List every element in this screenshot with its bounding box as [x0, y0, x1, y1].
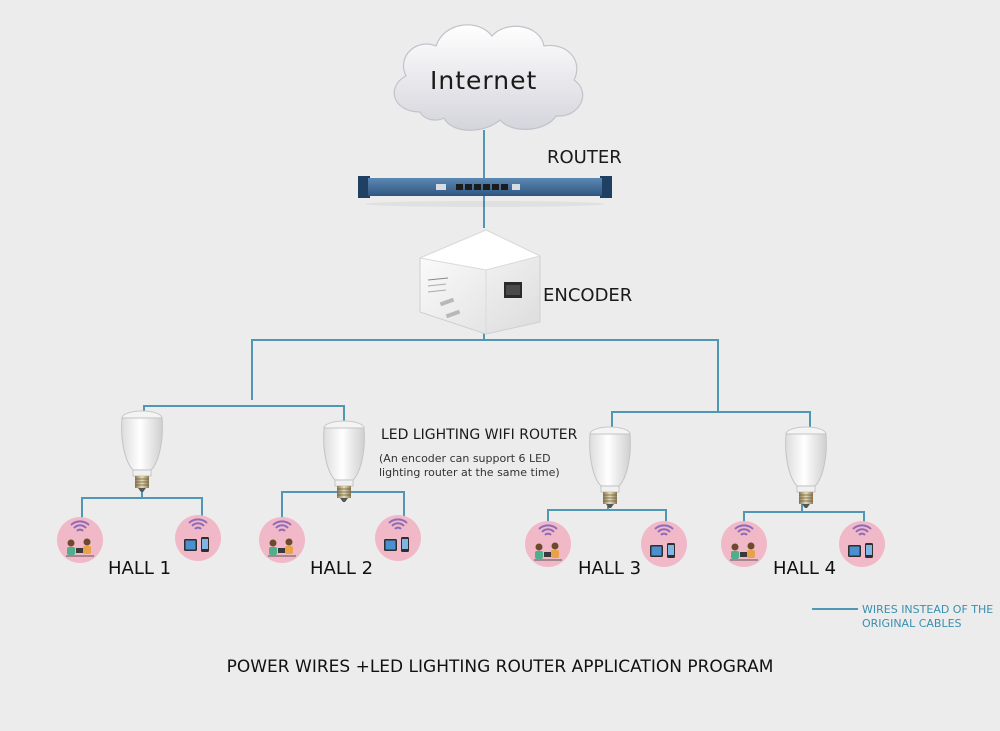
router-label: ROUTER: [547, 147, 622, 168]
hall-label: HALL 3: [578, 558, 642, 579]
hall-label: HALL 2: [310, 558, 374, 579]
internet-label: Internet: [430, 66, 538, 95]
encoder-plug-icon: [418, 229, 542, 335]
led-bulb-icon: [589, 426, 631, 509]
wifi-user-icon: [258, 516, 306, 564]
led-bulb-icon: [323, 420, 365, 503]
footer-title: POWER WIRES +LED LIGHTING ROUTER APPLICA…: [226, 657, 774, 677]
encoder-label: ENCODER: [543, 285, 633, 306]
led-router-note: (An encoder can support 6 LED lighting r…: [379, 452, 560, 479]
hall-label: HALL 4: [773, 558, 837, 579]
wifi-device-icon: [374, 514, 422, 562]
wifi-user-icon: [524, 520, 572, 568]
wifi-user-icon: [720, 520, 768, 568]
legend-label: WIRES INSTEAD OF THE ORIGINAL CABLES: [862, 603, 994, 630]
led-bulb-icon: [785, 426, 827, 509]
wifi-device-icon: [174, 514, 222, 562]
led-router-label: LED LIGHTING WIFI ROUTER: [381, 427, 578, 443]
wifi-user-icon: [56, 516, 104, 564]
hall-label: HALL 1: [108, 558, 172, 579]
wifi-device-icon: [838, 520, 886, 568]
wifi-device-icon: [640, 520, 688, 568]
led-bulb-icon: [121, 410, 163, 493]
cloud-icon: [393, 24, 584, 131]
rack-router-icon: [358, 176, 612, 207]
